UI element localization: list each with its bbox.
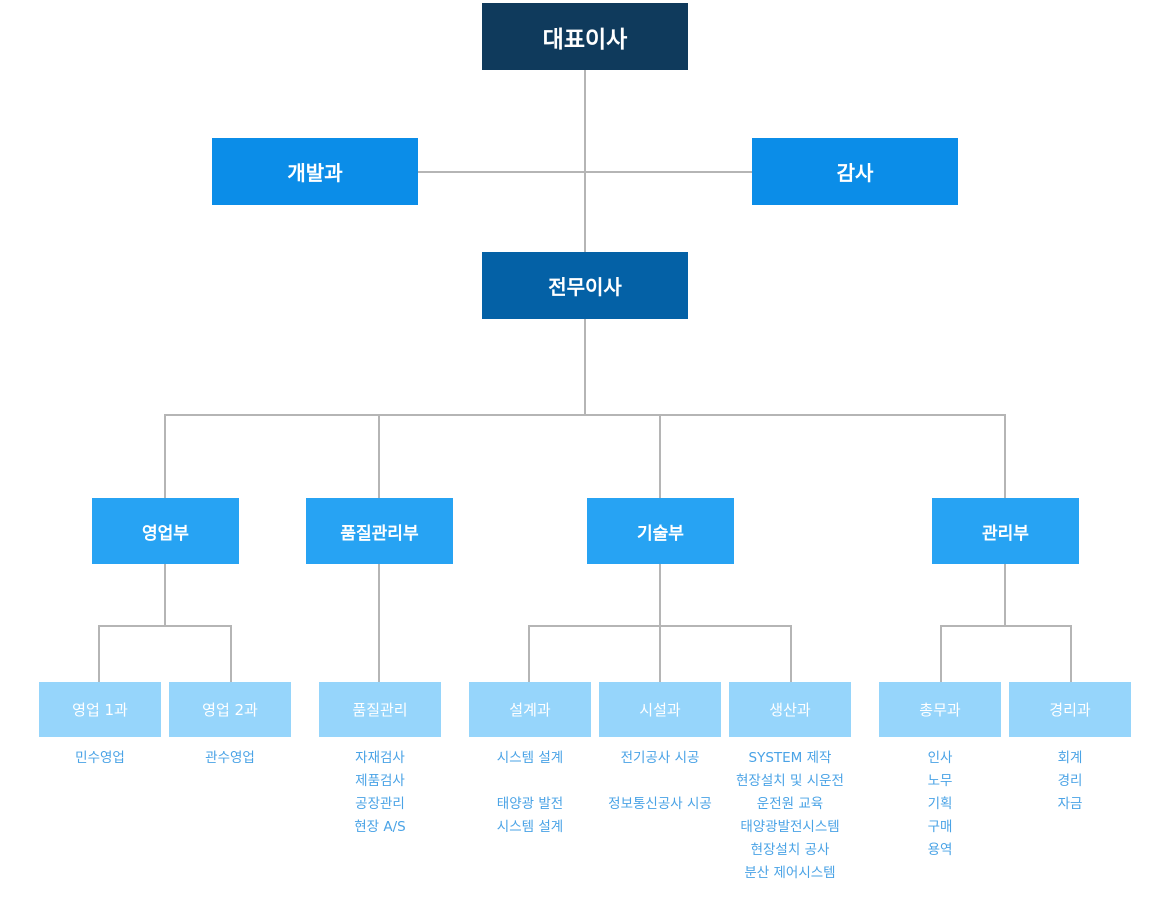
team-general-affairs-box: 총무과 [879,682,1001,737]
duties-sales2: 관수영업 [164,747,296,770]
duty-item: 인사 [927,750,953,766]
development-team-box: 개발과 [212,138,418,205]
duty-item: 현장설치 및 시운전 [736,773,844,789]
duties-accounting: 회계 경리 자금 [1004,747,1136,816]
duty-item: 공장관리 [355,796,405,812]
duty-item: 정보통신공사 시공 [608,796,712,812]
duty-item: 현장 A/S [354,819,406,835]
duty-item: 태양광 발전 [496,796,564,812]
duty-item: 전기공사 시공 [620,750,700,766]
duty-item: 관수영업 [205,750,255,766]
duty-item: 운전원 교육 [756,796,824,812]
connector-tech-bus [528,625,792,627]
connector-admin-down [1004,563,1006,626]
duty-spacer [594,770,726,793]
connector-sales1 [98,625,100,683]
connector-dept-bus [164,414,1006,416]
connector-dept-quality [378,414,380,499]
connector-ceo-executive [584,69,586,253]
team-facility-box: 시설과 [599,682,721,737]
dept-admin-box: 관리부 [932,498,1079,564]
duty-item: 제품검사 [355,773,405,789]
ceo-box: 대표이사 [482,3,688,70]
duty-item: 현장설치 공사 [750,842,830,858]
connector-sales-bus [98,625,232,627]
connector-design [528,625,530,683]
audit-box: 감사 [752,138,958,205]
duties-quality: 자재검사 제품검사 공장관리 현장 A/S [314,747,446,839]
duties-design: 시스템 설계 태양광 발전 시스템 설계 [464,747,596,839]
dept-sales-box: 영업부 [92,498,239,564]
duty-item: 용역 [927,842,953,858]
connector-accounting [1070,625,1072,683]
duty-item: SYSTEM 제작 [748,750,832,766]
duty-item: 자금 [1057,796,1083,812]
team-design-box: 설계과 [469,682,591,737]
team-sales1-box: 영업 1과 [39,682,161,737]
executive-director-box: 전무이사 [482,252,688,319]
duties-production: SYSTEM 제작 현장설치 및 시운전 운전원 교육 태양광발전시스템 현장설… [724,747,856,885]
duty-item: 노무 [927,773,953,789]
duties-sales1: 민수영업 [34,747,166,770]
connector-dept-admin [1004,414,1006,499]
connector-production [790,625,792,683]
connector-tech-down [659,563,661,683]
duty-item: 분산 제어시스템 [744,865,836,881]
duty-item: 구매 [927,819,953,835]
connector-sales-down [164,563,166,626]
connector-executive-down [584,318,586,416]
team-quality-box: 품질관리 [319,682,441,737]
team-accounting-box: 경리과 [1009,682,1131,737]
duties-facility: 전기공사 시공 정보통신공사 시공 [594,747,726,816]
duty-item: 자재검사 [355,750,405,766]
connector-general [940,625,942,683]
connector-quality-down [378,563,380,683]
duty-item: 시스템 설계 [496,819,564,835]
connector-side-branch [417,171,753,173]
connector-dept-tech [659,414,661,499]
dept-tech-box: 기술부 [587,498,734,564]
connector-sales2 [230,625,232,683]
duties-general-affairs: 인사 노무 기획 구매 용역 [874,747,1006,862]
team-sales2-box: 영업 2과 [169,682,291,737]
duty-item: 회계 [1057,750,1083,766]
duty-spacer [464,770,596,793]
duty-item: 태양광발전시스템 [740,819,840,835]
duty-item: 시스템 설계 [496,750,564,766]
connector-dept-sales [164,414,166,499]
team-production-box: 생산과 [729,682,851,737]
duty-item: 기획 [927,796,953,812]
dept-quality-box: 품질관리부 [306,498,453,564]
duty-item: 경리 [1057,773,1083,789]
duty-item: 민수영업 [75,750,125,766]
connector-admin-bus [940,625,1072,627]
